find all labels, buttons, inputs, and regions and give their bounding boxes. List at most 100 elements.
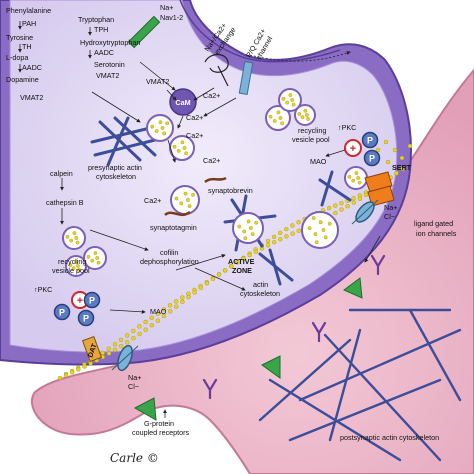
- nt-dot: [112, 347, 118, 353]
- vesicle-left-3: [65, 255, 87, 277]
- vesicle-recycle-top-3: [294, 104, 316, 126]
- label-pkc-left: ↑PKC: [34, 285, 52, 294]
- nt-dot: [180, 295, 185, 300]
- nt-dot: [278, 237, 283, 242]
- pkc-group-left: + P P P: [53, 291, 101, 327]
- pq-calcium-channel: [238, 60, 254, 96]
- gpcr-receptors: [202, 254, 386, 400]
- nt-dot: [229, 264, 234, 269]
- nt-dot: [290, 231, 295, 236]
- nt-dot: [118, 337, 124, 343]
- label-recycling-top-1: recycling: [298, 126, 326, 135]
- nt-dot: [351, 196, 356, 201]
- p-left-3: P: [89, 296, 95, 306]
- label-ca-mid1: Ca2+: [186, 113, 203, 122]
- nt-dot: [265, 243, 271, 248]
- vesicle-left-1: [62, 226, 86, 250]
- postsynaptic-actin: [258, 308, 462, 462]
- nt-dot: [161, 307, 167, 312]
- nt-dot: [216, 272, 222, 277]
- nt-dot: [363, 192, 369, 197]
- nt-dot: [235, 260, 240, 265]
- label-ligand-2: ion channels: [416, 229, 457, 238]
- nt-dot: [125, 333, 130, 338]
- nt-dot: [174, 299, 179, 304]
- nt-dot: [82, 364, 87, 369]
- presynaptic-actin: [90, 116, 157, 167]
- vesicle-upper: [146, 114, 174, 142]
- nt-dot: [400, 166, 405, 172]
- nt-dot: [180, 299, 185, 304]
- nt-dot: [223, 268, 228, 273]
- label-ca-syn: Ca2+: [203, 156, 220, 165]
- label-calpein: calpein: [50, 169, 73, 178]
- label-synaptotagmin: synaptotagmin: [150, 223, 197, 232]
- nt-dot: [137, 331, 142, 337]
- left-channel: [111, 344, 139, 372]
- label-pkc-top: ↑PKC: [338, 123, 356, 132]
- nt-dot: [210, 276, 216, 281]
- dat-transporter: [81, 335, 103, 363]
- label-nav12: Nav1-2: [160, 13, 183, 22]
- label-ca-top: Ca2+: [203, 91, 220, 100]
- vesicle-active-2: [301, 211, 339, 249]
- nt-dot: [106, 346, 111, 351]
- label-serotonin: Serotonin: [94, 60, 125, 69]
- nt-dot: [106, 351, 112, 356]
- label-tyrosine: Tyrosine: [6, 33, 33, 42]
- p-top-1: P: [367, 136, 373, 146]
- nt-dot: [125, 340, 130, 345]
- axon-arrow: [249, 51, 351, 62]
- label-actin-2: cytoskeleton: [240, 289, 280, 298]
- nt-dot: [76, 367, 81, 372]
- nt-dot: [88, 361, 93, 366]
- label-gprotein-1: G-protein: [144, 419, 174, 428]
- label-tryptophan: Tryptophan: [78, 15, 114, 24]
- label-ca-mid2: Ca2+: [186, 131, 203, 140]
- label-pah: PAH: [22, 19, 36, 28]
- nt-dot: [407, 143, 413, 149]
- nt-dot: [204, 281, 210, 286]
- nt-dot: [63, 373, 69, 378]
- synaptobrevin-strand: [204, 176, 227, 184]
- label-recycling-top-2: vesicle pool: [292, 135, 330, 144]
- nt-dot: [131, 328, 136, 334]
- nt-dot: [241, 256, 246, 261]
- label-cathepsin: cathepsin B: [46, 198, 84, 207]
- nt-dot: [284, 226, 289, 232]
- vesicles: [62, 88, 368, 277]
- label-synaptobrevin: synaptobrevin: [208, 186, 253, 195]
- nt-dot: [247, 252, 252, 258]
- label-cl-right: Cl−: [384, 212, 395, 221]
- nt-dot: [284, 234, 289, 239]
- vesicle-recycle-top-2: [278, 88, 302, 112]
- label-actin-1: actin: [253, 280, 268, 289]
- cam-label: CaM: [175, 98, 190, 107]
- label-presyn-actin-2: cytoskeleton: [96, 172, 136, 181]
- vesicle-active-1: [232, 212, 264, 244]
- label-ca-syt: Ca2+: [144, 196, 161, 205]
- label-na-top: Na+: [160, 3, 173, 12]
- nt-dot: [143, 319, 148, 325]
- nt-dot: [167, 303, 173, 308]
- labels-serotonin-pathway: Tryptophan TPH Hydroxytryptophan AADC Se…: [78, 15, 140, 80]
- nt-dot: [385, 159, 391, 165]
- nt-dot: [333, 203, 338, 208]
- nt-dot: [155, 311, 160, 316]
- nt-dot: [100, 350, 105, 356]
- nt-dot: [392, 147, 398, 153]
- calmodulin: CaM: [169, 88, 197, 116]
- nt-dot: [296, 228, 301, 233]
- label-recycling-left-1: recycling: [58, 257, 86, 266]
- labels-left-pathway: Phenylalanine PAH Tyrosine TH L-dopa AAD…: [6, 6, 51, 102]
- nt-dot: [161, 313, 167, 319]
- label-aadc1: AADC: [22, 63, 42, 72]
- p-top-2: P: [369, 154, 375, 164]
- pathway-arrows: [18, 21, 381, 418]
- nt-dot: [339, 207, 344, 212]
- p-left-2: P: [83, 314, 89, 324]
- label-postsyn-actin: postsynaptic actin cytoskeleton: [340, 433, 439, 442]
- nt-dot: [296, 220, 301, 225]
- nt-dot: [149, 323, 154, 328]
